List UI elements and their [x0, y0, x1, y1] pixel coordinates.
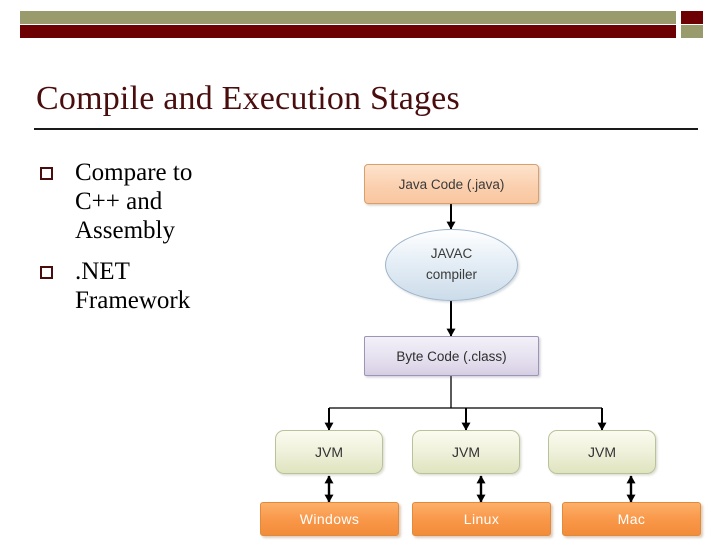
node-label-line1: JAVAC — [430, 246, 473, 262]
node-label: Byte Code (.class) — [396, 348, 507, 364]
header-bar-corner-maroon-block — [681, 11, 703, 24]
node-label: JVM — [315, 444, 343, 460]
flowchart-node-jvm-3: JVM — [548, 430, 656, 474]
list-item-label: .NET Framework — [75, 258, 191, 314]
node-label: Linux — [463, 511, 500, 527]
node-label: JVM — [452, 444, 480, 460]
header-bar-corner-olive-block — [681, 25, 703, 38]
flowchart-node-jvm-2: JVM — [412, 430, 520, 474]
flowchart-node-os-mac: Mac — [562, 502, 701, 536]
list-item: Compare to C++ and Assembly — [40, 158, 290, 245]
flowchart-node-byte-code: Byte Code (.class) — [364, 336, 539, 376]
header-bar-olive-band — [20, 11, 676, 24]
node-label: Windows — [299, 511, 360, 527]
bullet-list: Compare to C++ and Assembly .NET Framewo… — [40, 158, 290, 327]
flowchart-node-javac-compiler: JAVAC compiler — [385, 229, 518, 301]
node-label-line2: compiler — [425, 267, 477, 282]
page-title: Compile and Execution Stages — [36, 80, 460, 117]
decorative-header-bar — [20, 11, 703, 38]
flowchart-node-jvm-1: JVM — [275, 430, 383, 474]
list-item: .NET Framework — [40, 257, 290, 315]
compile-execution-flowchart: Java Code (.java) JAVAC compiler Byte Co… — [240, 150, 710, 540]
node-label: JVM — [588, 444, 616, 460]
flowchart-node-os-linux: Linux — [412, 502, 551, 536]
flowchart-node-java-code: Java Code (.java) — [364, 164, 539, 204]
square-bullet-icon — [40, 167, 53, 180]
list-item-label: Compare to C++ and Assembly — [75, 159, 193, 244]
header-bar-maroon-band — [20, 25, 676, 38]
flowchart-node-os-windows: Windows — [260, 502, 399, 536]
node-label: Mac — [617, 511, 646, 527]
title-divider-rule — [34, 128, 698, 130]
node-label: Java Code (.java) — [398, 176, 505, 192]
square-bullet-icon — [40, 266, 53, 279]
